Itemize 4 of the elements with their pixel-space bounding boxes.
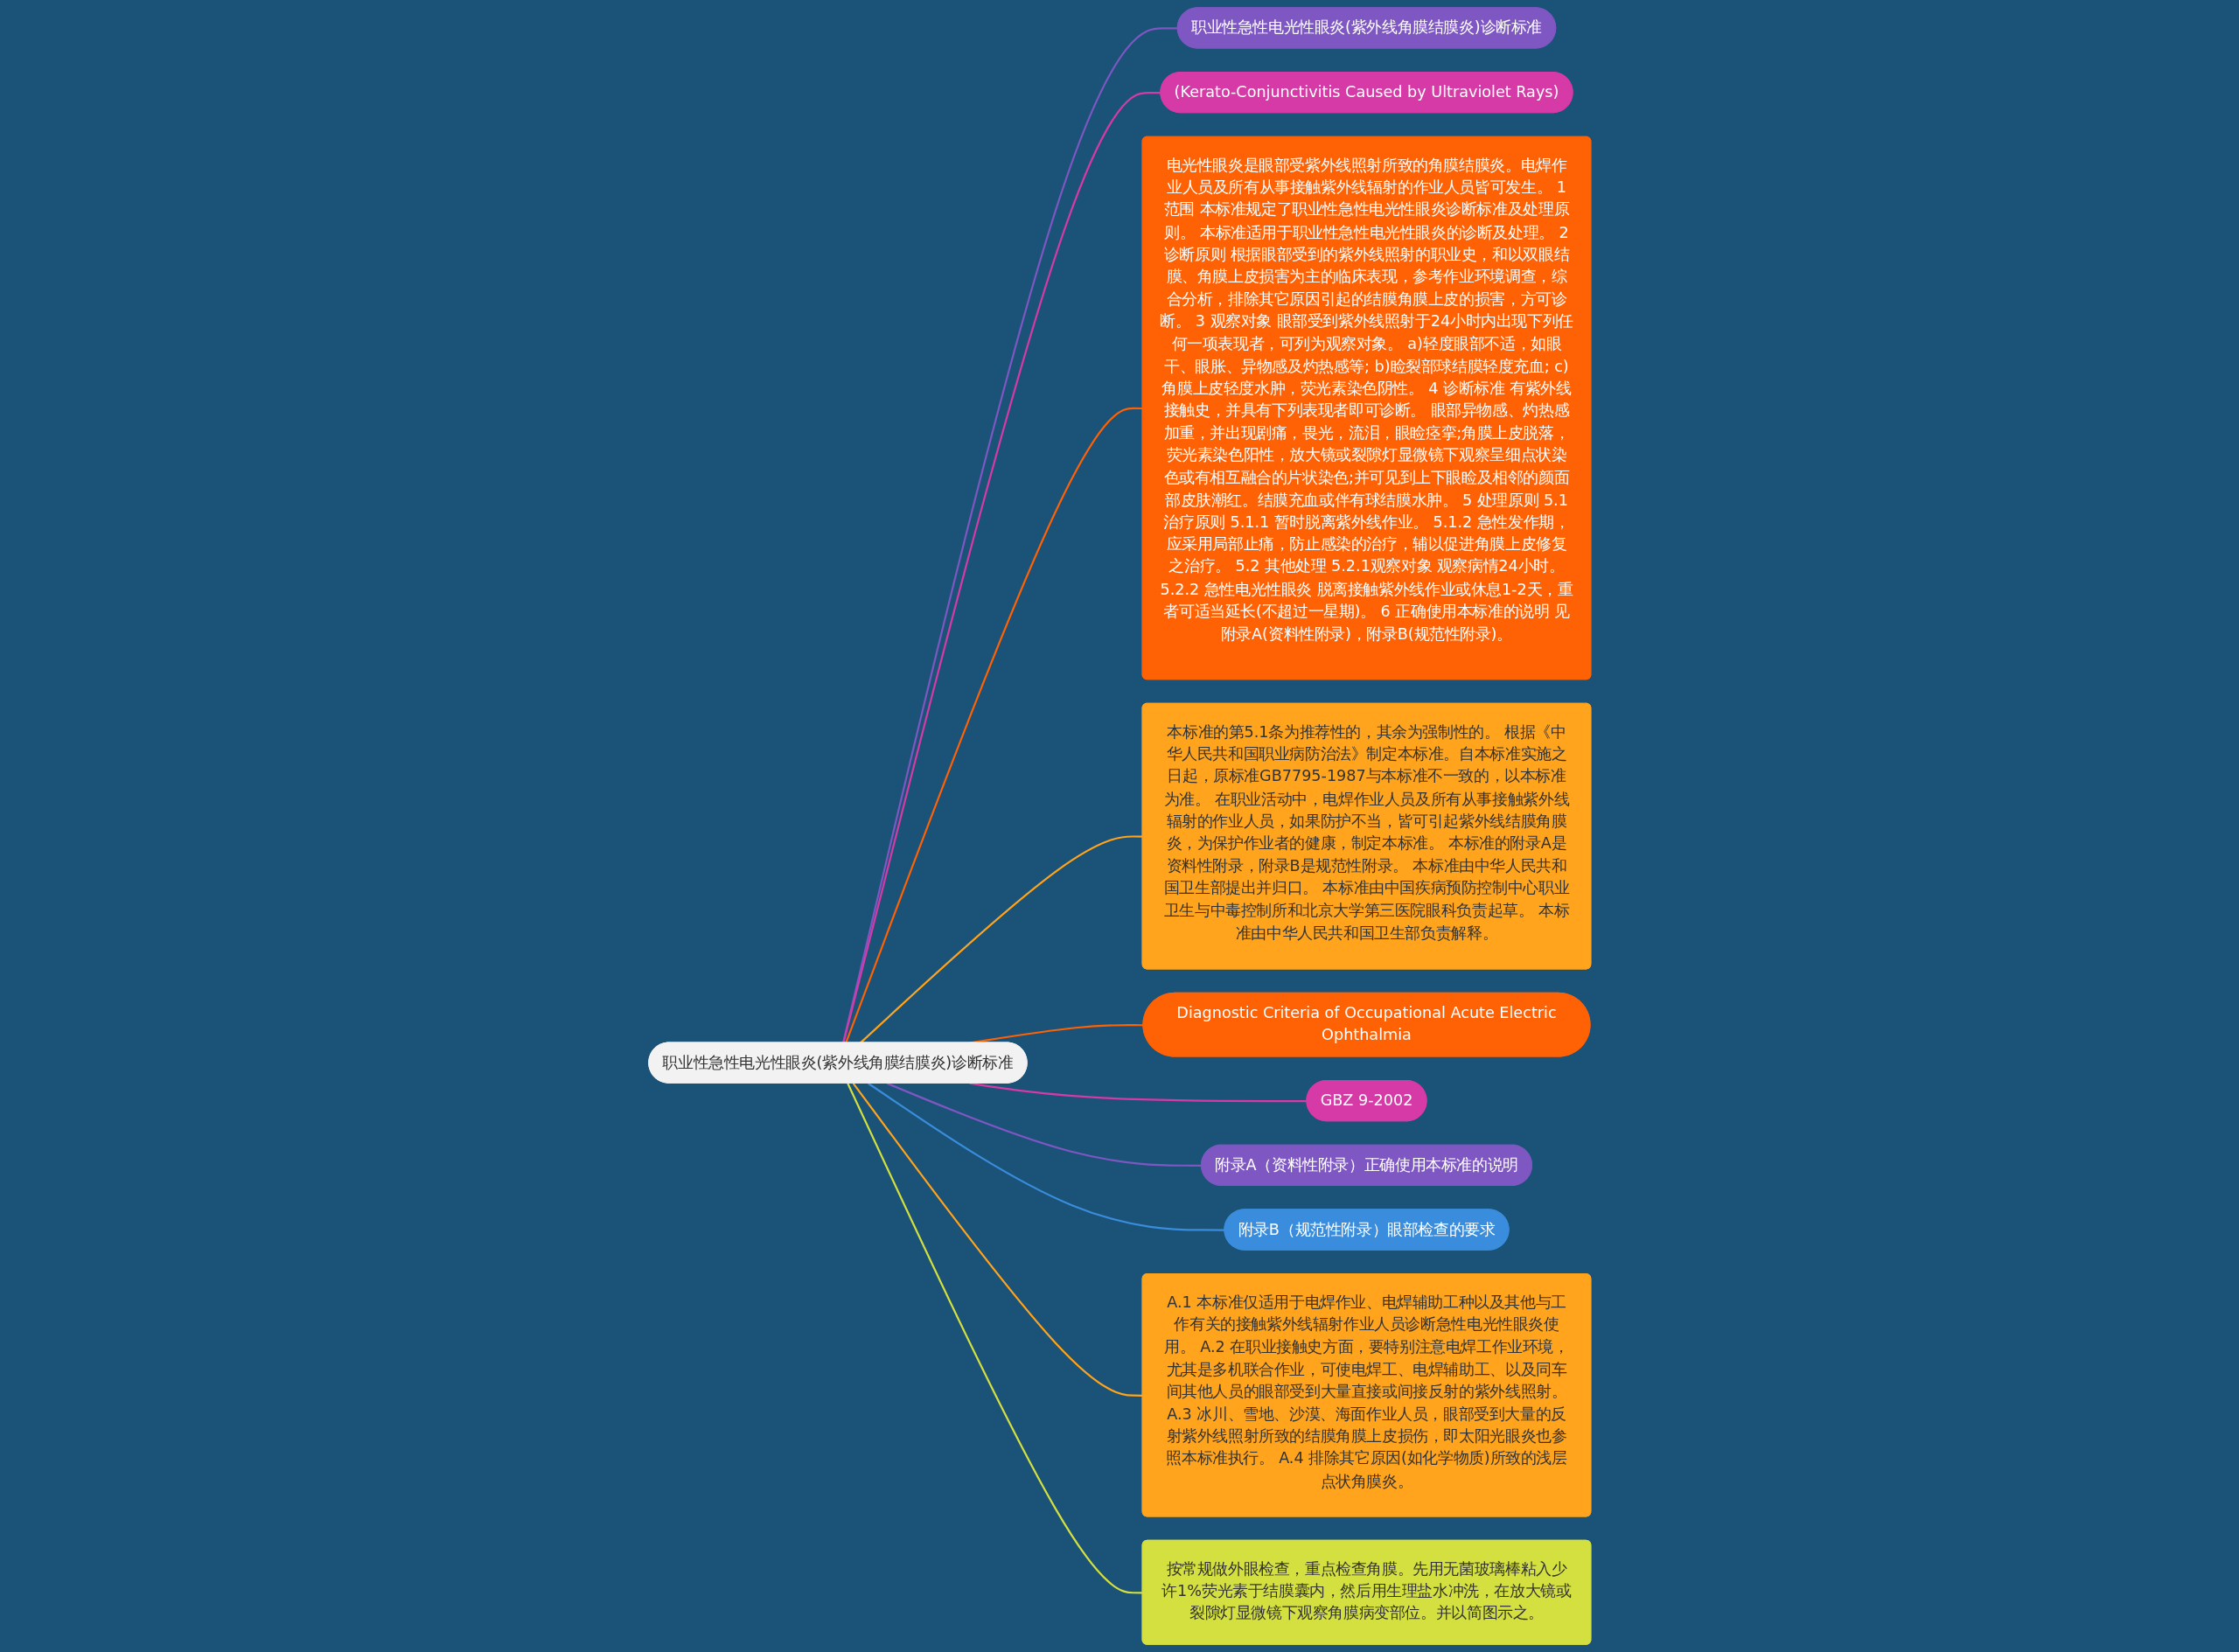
connector xyxy=(859,835,1143,1044)
connector xyxy=(886,1082,1202,1167)
mind-map-drawing: 职业性急性电光性眼炎(紫外线角膜结膜炎)诊断标准 职业性急性电光性眼炎(紫外线角膜结膜炎)诊断标准 (Kerato-Conjunctivitis Caused by Ultraviolet Rays) 电光性眼炎是眼部受紫外线照射所致的角膜结膜炎。电焊作业人员及所有从事接触紫外线辐射的作业人员皆可发生。 1 范围 本标准规定了职业性急性电光性眼炎诊断标准及处理原则。 本标准适用于职业性急性电光性眼炎的诊断及处理。 2 诊断原则 根据眼部受到的紫外线照射的职业史，和以双眼结膜、角膜上皮损害为主的临床表现，参考作业环境调查，综合分析，排除其它原因引起的结膜角膜上皮的损害，方可诊断。 3 观察对象 眼部受到紫外线照射于24小时内出现下列任何一项表现者，可列为观察对象。 a)轻度眼部不适，如眼干、眼胀、异物感及灼热感等; b)睑裂部球结膜轻度充血; c)角膜上皮轻度水肿，荧光素染色阴性。 4 诊断标准 有紫外线接触史，并具有下列表现者即可诊断。 眼部异物感、灼热感加重，并出现剧痛，畏光，流泪，眼睑痉挛;角膜上皮脱落，荧光素染色阳性，放大镜或裂隙灯显微镜下观察呈细点状染色或有相互融合的片状染色;并可见到上下眼睑及相邻的颜面部皮肤潮红。结膜充血或伴有球结膜水肿。 5 处理原则 5.1 治疗原则 5.1.1 暂时脱离紫外线作业。 5.1.2 急性发作期，应采用局部止痛，防止感染的治疗，辅以促进角膜上皮修复之治疗。 5.2 其他处理 5.2.1观察对象 观察病情24小时。 5.2.2 急性电光性眼炎 脱离接触紫外线作业或休息1-2天，重者可适当延长(不超过一星期)。 6 正确使用本标准的说明 见附录A(资料性附录)，附录B(规范性附录)。 本标准的第5.1条为推荐性的，其余为强制性的。 根据《中华人民共和国职业病防治法》制定本标准。自本标准实施之日起，原标准GB7795-1987与本标准不一致的，以本标准为准。 在职业活动中，电焊作业人员及所有从事接触紫外线辐射的作业人员，如果防护不当，皆可引起紫外线结膜角膜炎，为保护作业者的健康，制定本标准。 本标准的附录A是资料性附录，附录B是规范性附录。 本标准由中华人民共和国卫生部提出并归口。 本标准由中国疾病预防控制中心职业卫生与中毒控制所和北京大学第三医院眼科负责起草。 本标准由中华人民共和国卫生部负责解释。 Diagnostic Criteria of Occupational Acute Electric Ophthalmia GBZ 9-2002 附录A（资料性附录）正确使用本标准的说明 附录B（规范性附录）眼部检查的要求 A.1 本标准仅适用于电焊作业、电焊辅助工种以及其他与工作有关的接触紫外线辐射作业人员诊断急性电光性眼炎使用。 A.2 在职业接触史方面，要特别注意电焊工作业环境，尤其是多机联合作业，可使电焊工、电焊辅助工、以及同车间其他人员的眼部受到大量直接或间接反射的紫外线照射。 A.3 冰川、雪地、沙漠、海面作业人员，眼部受到大量的反射紫外线照射所致的结膜角膜上皮损伤，即太阳光眼炎也参照本标准执行。 A.4 排除其它原因(如化学物质)所致的浅层点状角膜炎。 按常规做外眼检查，重点检查角膜。先用无菌玻璃棒粘入少许1%荧光素于结膜囊内，然后用生理盐水冲洗，在放大镜或裂隙灯显微镜下观察角膜病变部位。并以简图示之。 xyxy=(640,0,1599,1652)
connector xyxy=(844,407,1143,1043)
